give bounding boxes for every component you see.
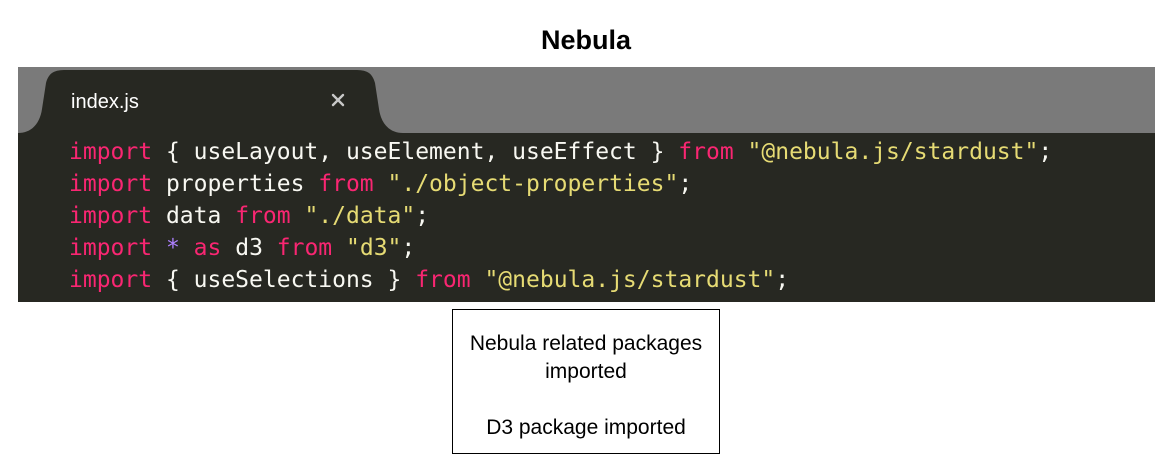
code-string: "./data" bbox=[304, 203, 416, 229]
code-identifier bbox=[734, 139, 748, 165]
code-line: import data from "./data"; bbox=[69, 200, 429, 232]
code-keyword: import bbox=[69, 267, 153, 293]
tab-index-js[interactable]: index.js bbox=[18, 67, 408, 133]
code-string: "@nebula.js/stardust" bbox=[484, 267, 776, 293]
code-identifier: properties bbox=[152, 171, 319, 197]
code-identifier: ; bbox=[775, 267, 790, 293]
code-keyword: from bbox=[318, 171, 374, 197]
tab-filename: index.js bbox=[71, 91, 139, 113]
code-line: import properties from "./object-propert… bbox=[69, 168, 692, 200]
code-identifier: ; bbox=[1038, 139, 1053, 165]
code-keyword: from bbox=[678, 139, 734, 165]
code-identifier bbox=[180, 235, 194, 261]
code-identifier bbox=[152, 235, 166, 261]
code-keyword: import bbox=[69, 139, 153, 165]
code-identifier: ; bbox=[415, 203, 430, 229]
code-keyword: from bbox=[235, 203, 291, 229]
code-keyword: import bbox=[69, 171, 153, 197]
code-identifier bbox=[374, 171, 388, 197]
code-keyword: import bbox=[69, 235, 153, 261]
diagram-title: Nebula bbox=[540, 25, 632, 55]
code-identifier bbox=[332, 235, 346, 261]
code-identifier bbox=[471, 267, 485, 293]
code-line: import { useLayout, useElement, useEffec… bbox=[69, 136, 1052, 168]
code-area[interactable]: import { useLayout, useElement, useEffec… bbox=[18, 133, 1155, 302]
code-identifier: data bbox=[152, 203, 236, 229]
code-identifier: ; bbox=[678, 171, 693, 197]
close-icon[interactable] bbox=[326, 88, 350, 112]
code-identifier: { useLayout, useElement, useEffect } bbox=[152, 139, 679, 165]
code-identifier: { useSelections } bbox=[152, 267, 416, 293]
code-identifier bbox=[291, 203, 305, 229]
code-keyword: as bbox=[193, 235, 222, 261]
code-keyword: import bbox=[69, 203, 153, 229]
tab-bar: index.js bbox=[18, 67, 1155, 133]
code-editor-screenshot: index.js import { useLayout, useElement,… bbox=[18, 67, 1155, 302]
code-identifier: d3 bbox=[221, 235, 277, 261]
annotation-d3-package: D3 package imported bbox=[486, 416, 686, 439]
code-line: import { useSelections } from "@nebula.j… bbox=[69, 264, 789, 296]
code-string: "@nebula.js/stardust" bbox=[747, 139, 1039, 165]
code-string: "d3" bbox=[346, 235, 402, 261]
code-identifier: ; bbox=[401, 235, 416, 261]
tab-shape bbox=[18, 70, 403, 133]
code-keyword: from bbox=[415, 267, 471, 293]
code-string: "./object-properties" bbox=[387, 171, 679, 197]
code-line: import * as d3 from "d3"; bbox=[69, 232, 415, 264]
annotation-nebula-packages: Nebula related packages imported bbox=[469, 332, 703, 383]
code-keyword: from bbox=[276, 235, 333, 261]
code-operator: * bbox=[165, 235, 180, 261]
annotation-box: Nebula related packages imported D3 pack… bbox=[452, 309, 720, 454]
